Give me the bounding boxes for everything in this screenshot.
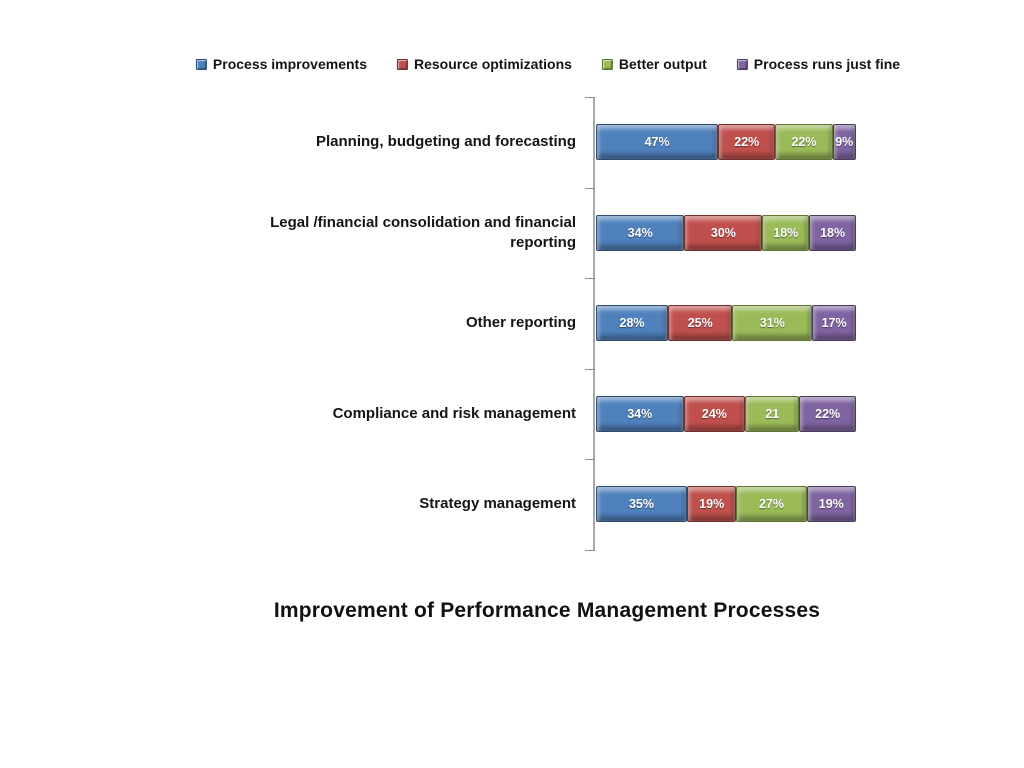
bar-row: Planning, budgeting and forecasting 47% 22… bbox=[236, 97, 860, 188]
legend-swatch-icon bbox=[396, 58, 408, 70]
category-label: Other reporting bbox=[465, 314, 576, 332]
plot-area: Planning, budgeting and forecasting 47% 22… bbox=[236, 97, 860, 551]
axis-tick bbox=[585, 187, 595, 189]
bar-segment: 22% bbox=[775, 124, 833, 161]
bar-row: Compliance and risk management 34% 24% 21 22… bbox=[236, 369, 860, 460]
bar-segment: 31% bbox=[732, 305, 813, 342]
axis-tick bbox=[585, 459, 595, 460]
bar-segment: 35% bbox=[596, 486, 687, 523]
bar-segment-label: 35% bbox=[628, 497, 655, 512]
legend-label: Process runs just fine bbox=[753, 56, 901, 72]
bar-segment-label: 9% bbox=[835, 135, 854, 150]
category-label: Planning, budgeting and forecasting bbox=[315, 133, 576, 151]
bar-segment: 34% bbox=[596, 214, 685, 251]
bar-segment: 28% bbox=[596, 305, 669, 342]
bar-segment: 25% bbox=[668, 305, 733, 342]
bar-segment-label: 25% bbox=[687, 316, 713, 331]
bar-segment: 30% bbox=[684, 214, 763, 251]
bar-segment-label: 18% bbox=[773, 225, 799, 240]
legend-label: Resource optimizations bbox=[413, 56, 572, 72]
bar-segment-label: 22% bbox=[791, 135, 817, 150]
bar-segment-label: 19% bbox=[818, 497, 844, 512]
legend-swatch-icon bbox=[601, 58, 613, 70]
bar-segment-label: 18% bbox=[820, 225, 846, 240]
bar-segment: 27% bbox=[736, 486, 807, 523]
chart-title: Improvement of Performance Management Pr… bbox=[273, 599, 821, 622]
bar-segment: 18% bbox=[809, 214, 856, 251]
legend: Process improvements Resource optimizatio… bbox=[195, 56, 901, 72]
bar-segment-label: 27% bbox=[758, 497, 784, 512]
bar-segment-label: 21 bbox=[765, 406, 780, 421]
stacked-bar: 28% 25% 31% 17% bbox=[596, 305, 856, 342]
bar-row: Strategy management 35% 19% 27% 19% bbox=[236, 459, 860, 550]
bar-segment-label: 17% bbox=[821, 316, 847, 331]
stacked-bar: 34% 30% 18% 18% bbox=[596, 214, 856, 251]
bar-segment: 18% bbox=[762, 214, 810, 251]
y-axis-line bbox=[593, 97, 595, 550]
axis-tick bbox=[585, 549, 595, 551]
bar-segment: 47% bbox=[596, 124, 719, 161]
bar-segment-label: 34% bbox=[627, 225, 653, 240]
stacked-bar: 34% 24% 21 22% bbox=[596, 395, 856, 432]
bar-segment-label: 30% bbox=[710, 225, 736, 240]
bar-segment: 22% bbox=[718, 124, 776, 161]
legend-label: Better output bbox=[618, 56, 707, 72]
stacked-bar: 35% 19% 27% 19% bbox=[596, 486, 856, 523]
bar-row: Legal /financial consolidation and finan… bbox=[236, 188, 860, 279]
legend-item: Process improvements bbox=[195, 56, 367, 72]
bar-row: Other reporting 28% 25% 31% 17% bbox=[236, 278, 860, 369]
stacked-bar: 47% 22% 22% 9% bbox=[596, 124, 856, 161]
legend-swatch-icon bbox=[736, 58, 748, 70]
bar-segment-label: 22% bbox=[815, 406, 841, 421]
bar-segment-label: 22% bbox=[734, 135, 760, 150]
category-label: Legal /financial consolidation and finan… bbox=[270, 213, 576, 251]
bar-segment: 34% bbox=[596, 395, 684, 432]
bar-segment: 22% bbox=[799, 395, 856, 432]
bar-segment: 19% bbox=[687, 486, 737, 523]
legend-swatch-icon bbox=[195, 58, 207, 70]
bar-segment-label: 31% bbox=[759, 316, 785, 331]
bar-segment-label: 28% bbox=[619, 316, 645, 331]
legend-item: Process runs just fine bbox=[736, 56, 901, 72]
legend-item: Better output bbox=[601, 56, 707, 72]
bar-segment: 17% bbox=[812, 305, 856, 342]
axis-tick bbox=[585, 278, 595, 279]
bar-segment: 19% bbox=[806, 486, 856, 523]
bar-segment: 9% bbox=[832, 124, 856, 161]
bar-segment-label: 34% bbox=[627, 406, 653, 421]
legend-item: Resource optimizations bbox=[396, 56, 572, 72]
axis-tick bbox=[585, 368, 595, 370]
category-label: Compliance and risk management bbox=[332, 404, 576, 422]
legend-label: Process improvements bbox=[212, 56, 367, 72]
category-label: Strategy management bbox=[419, 495, 576, 513]
bar-segment-label: 24% bbox=[701, 406, 727, 421]
bar-segment-label: 47% bbox=[644, 135, 670, 150]
bar-segment: 21 bbox=[745, 395, 800, 432]
bar-segment-label: 19% bbox=[699, 497, 725, 512]
bar-segment: 24% bbox=[683, 395, 746, 432]
axis-tick bbox=[585, 97, 595, 98]
